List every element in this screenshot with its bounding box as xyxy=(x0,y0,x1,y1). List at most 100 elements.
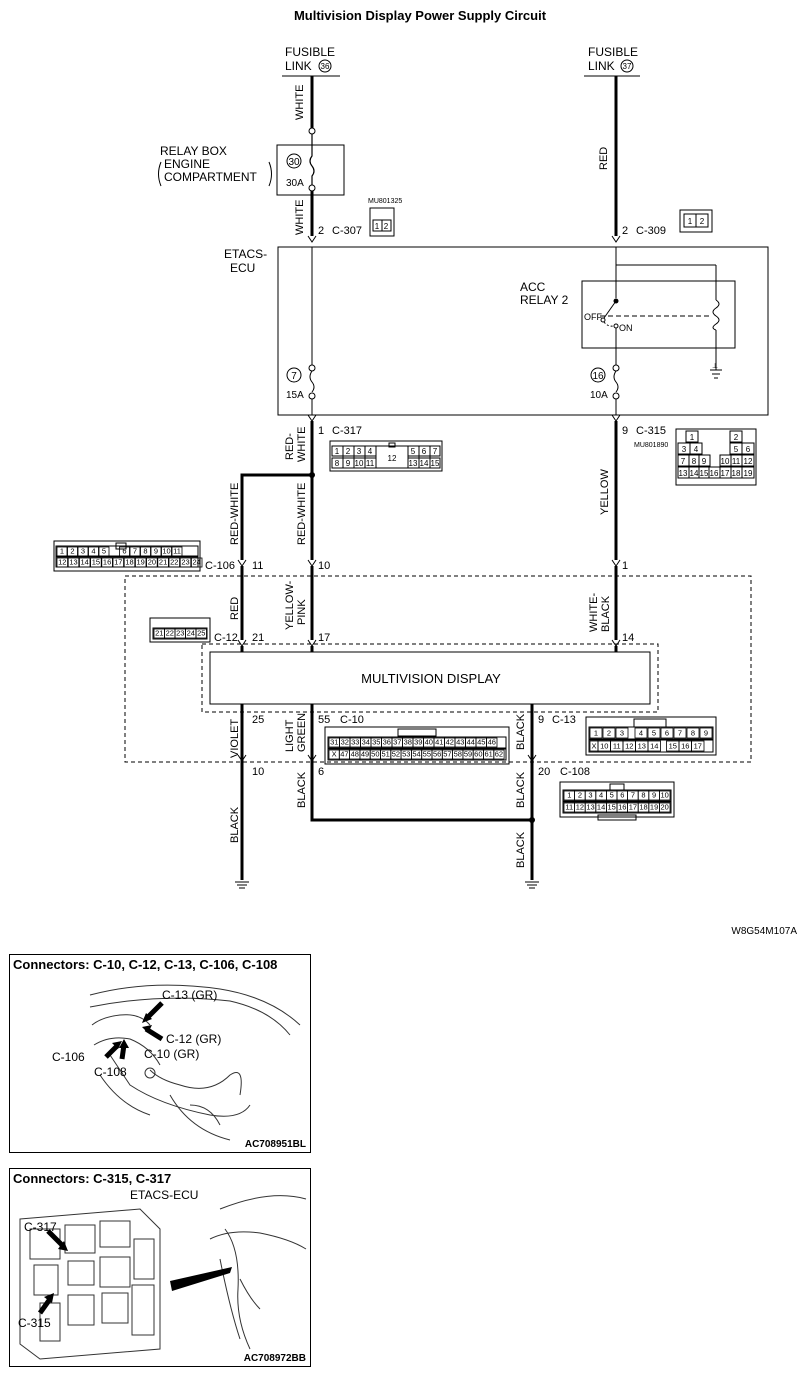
connector-pin-cell xyxy=(157,557,169,568)
svg-text:C-317: C-317 xyxy=(332,425,362,437)
connector-pin-label: 1 xyxy=(567,791,571,800)
connector-pin-label: 3 xyxy=(81,547,85,556)
connector-pin-cell xyxy=(190,557,203,568)
svg-text:30: 30 xyxy=(288,157,300,168)
svg-text:30A: 30A xyxy=(286,178,304,189)
connector-pin-label: 16 xyxy=(618,803,626,812)
connector-pin-label: 9 xyxy=(154,547,158,556)
svg-text:C-13: C-13 xyxy=(552,714,576,726)
connector-pin-label: 31 xyxy=(330,738,338,747)
svg-text:1: 1 xyxy=(318,425,324,437)
svg-text:21: 21 xyxy=(252,632,264,644)
svg-text:7: 7 xyxy=(681,457,686,466)
connector-pin-label: 22 xyxy=(166,629,174,638)
svg-text:RELAY BOX: RELAY BOX xyxy=(160,144,227,158)
connector-pin-label: 21 xyxy=(159,558,167,567)
wire-label-white-b: WHITE xyxy=(294,200,306,235)
connector-pin-label: 50 xyxy=(371,750,379,759)
connector-pin-cell xyxy=(686,727,700,739)
connector-pin-label: 16 xyxy=(681,742,689,751)
connector-pin-label: 7 xyxy=(631,791,635,800)
svg-text:ECU: ECU xyxy=(230,261,255,275)
fusible-link-37: FUSIBLE LINK 37 xyxy=(584,45,640,77)
svg-text:2: 2 xyxy=(734,433,739,442)
svg-text:8: 8 xyxy=(692,457,697,466)
connector-pin-label: 39 xyxy=(414,738,422,747)
connector-pin-label: 61 xyxy=(484,750,492,759)
svg-text:MU801890: MU801890 xyxy=(634,442,668,449)
connector-pin-label: 53 xyxy=(402,750,410,759)
connector-pin-label: 17 xyxy=(629,803,637,812)
connector-pin-cell xyxy=(171,546,183,557)
svg-text:C-106: C-106 xyxy=(205,560,235,572)
svg-text:10: 10 xyxy=(252,766,264,778)
connector-pin-label: 54 xyxy=(412,750,420,759)
connector-pin-label: 12 xyxy=(58,558,66,567)
svg-text:9: 9 xyxy=(346,459,351,468)
connector-pin-cell xyxy=(486,737,498,748)
svg-text:RED-WHITE: RED-WHITE xyxy=(229,483,241,545)
connector-pin-label: 8 xyxy=(641,791,645,800)
connector-pin-label: 10 xyxy=(162,547,170,556)
connector-pin-label: 40 xyxy=(425,738,433,747)
svg-text:BLACK: BLACK xyxy=(515,713,527,750)
svg-text:C-12: C-12 xyxy=(214,632,238,644)
wire-label-red: RED xyxy=(598,147,610,170)
connector-pin-label: 11 xyxy=(173,547,181,556)
svg-text:BLACK: BLACK xyxy=(229,806,241,843)
connector-pin-label: 3 xyxy=(588,791,592,800)
connector-pin-label: 17 xyxy=(694,742,702,751)
connector-pin-label: 17 xyxy=(114,558,122,567)
connector-pin-label: 6 xyxy=(620,791,624,800)
connector-pin-label: 2 xyxy=(607,729,611,738)
connector-pin-label: 48 xyxy=(351,750,359,759)
connector-pin-label: 15 xyxy=(669,742,677,751)
connector-pin-label: 24 xyxy=(193,558,201,567)
svg-text:20: 20 xyxy=(538,766,550,778)
svg-text:WHITE-: WHITE- xyxy=(588,593,600,632)
connector-c315: 9 C-315 MU801890 1 2 3 4 xyxy=(622,425,757,486)
svg-text:GREEN: GREEN xyxy=(296,713,308,752)
svg-text:OFF: OFF xyxy=(584,312,602,322)
svg-text:C-309: C-309 xyxy=(636,225,666,237)
connector-pin-cell xyxy=(56,557,69,568)
svg-text:C-10: C-10 xyxy=(340,714,364,726)
connector-pin-cell xyxy=(112,557,125,568)
connector-c317: 1 C-317 1 2 3 4 5 6 7 8 9 10 11 12 13 14… xyxy=(318,425,443,472)
svg-text:C-315: C-315 xyxy=(636,425,666,437)
connector-pin-cell xyxy=(119,546,130,557)
svg-text:ON: ON xyxy=(619,323,633,333)
connector-pin-cell xyxy=(161,546,172,557)
svg-text:36: 36 xyxy=(321,62,330,71)
connector-pin-label: 42 xyxy=(446,738,454,747)
connector-pin-label: 36 xyxy=(383,738,391,747)
ground-symbol-left xyxy=(235,881,249,889)
connector-pin-label: 20 xyxy=(148,558,156,567)
connector-pin-cell xyxy=(647,740,661,752)
connector-c307: 2 C-307 MU801325 1 2 xyxy=(318,198,402,237)
svg-text:C-317: C-317 xyxy=(24,1220,57,1234)
fusible-link-36: FUSIBLE LINK 36 xyxy=(282,45,340,77)
svg-text:ETACS-ECU: ETACS-ECU xyxy=(130,1188,198,1202)
connector-pin-label: 55 xyxy=(423,750,431,759)
connector-pin-label: X xyxy=(591,742,596,751)
connector-pin-label: 41 xyxy=(435,738,443,747)
connector-pin-cell xyxy=(56,546,68,557)
connector-pin-label: 33 xyxy=(351,738,359,747)
connector-pin-label: 4 xyxy=(599,791,603,800)
connector-pin-label: 47 xyxy=(340,750,348,759)
svg-text:14: 14 xyxy=(622,632,634,644)
svg-text:C-108: C-108 xyxy=(94,1065,127,1079)
svg-text:2: 2 xyxy=(346,447,351,456)
connector-pin-label: 2 xyxy=(578,791,582,800)
connector-pin-label: 44 xyxy=(467,738,475,747)
svg-text:17: 17 xyxy=(721,469,730,478)
connector-pin-label: 13 xyxy=(69,558,77,567)
connector-pin-cell xyxy=(140,546,151,557)
connector-pin-label: 25 xyxy=(197,629,205,638)
svg-text:LIGHT: LIGHT xyxy=(284,719,296,752)
figure-code: W8G54M107A xyxy=(731,926,797,937)
connector-location-figure-1: Connectors: C-10, C-12, C-13, C-106, C-1… xyxy=(9,954,311,1153)
svg-text:RED: RED xyxy=(229,597,241,620)
